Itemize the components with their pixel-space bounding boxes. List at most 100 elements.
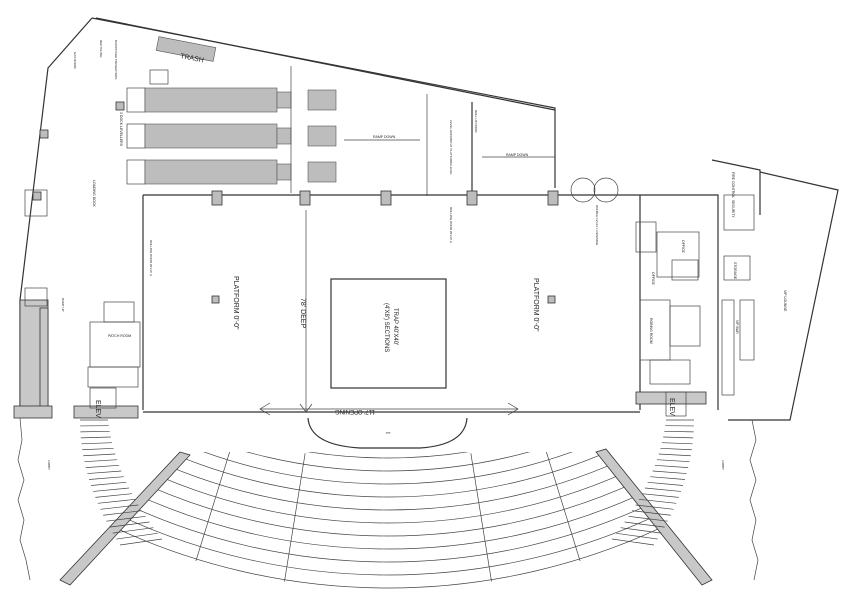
stair-tread	[80, 436, 111, 439]
stair-tread	[638, 498, 677, 504]
rolling-door-mid-label: ROLLING DOOR 20'x14' H	[449, 207, 453, 243]
stair-tread	[82, 447, 114, 451]
dock-levellers	[126, 36, 473, 196]
stair-tread	[660, 447, 692, 451]
elev-right-label: ELEV	[668, 398, 675, 416]
columns	[32, 101, 559, 304]
platform-left-label: PLATFORM 0'-0"	[232, 276, 239, 330]
seating-row	[156, 452, 620, 472]
left-aisle-wall	[59, 451, 191, 586]
stair-tread	[658, 453, 691, 457]
robing-room-label: ROBING ROOM	[649, 318, 653, 344]
stair-tread	[661, 442, 693, 445]
lobby-left-label: LOBBY	[47, 460, 51, 470]
platform-right-label: PLATFORM 0'-0"	[532, 278, 539, 332]
right-lobby-stairs	[611, 419, 694, 546]
rolling-door-left-label: ROLLING DOOR 20'x14' H	[149, 240, 153, 276]
stair-tread	[83, 453, 116, 457]
seating-row	[162, 452, 614, 459]
stair-tread	[656, 459, 690, 463]
seating-row	[134, 464, 642, 524]
office-label-1: OFFICE	[681, 240, 685, 253]
seating-row	[117, 499, 659, 563]
stair-tread	[644, 487, 681, 492]
trap-label-2: (4'X8') SECTIONS	[383, 303, 389, 352]
stair-tread	[81, 442, 113, 445]
ramp-down-label-1: RAMP DOWN	[373, 135, 396, 139]
security-label: SECURITY	[731, 200, 735, 218]
stair-tread	[624, 521, 665, 528]
elev-left-label: ELEV	[94, 400, 101, 418]
recycling-label: RECYCLING	[99, 40, 103, 58]
stair-tread	[100, 504, 139, 510]
seating-aisle	[541, 452, 581, 562]
seating-row	[128, 476, 648, 537]
trash-label: TRASH	[180, 53, 205, 64]
opening-label: 117' OPENING	[335, 408, 375, 414]
vip-bar-label: VIP BAR	[735, 320, 739, 334]
loading-dock-label: LOADING DOCK	[92, 180, 96, 208]
stair-tread	[632, 510, 671, 516]
backstage-label: BACKSTAGE PROJECTORS	[114, 40, 118, 79]
seating-row	[111, 511, 665, 576]
seating-aisle	[284, 453, 306, 582]
fire-control-label: FIRE CONTROL	[731, 172, 735, 198]
right-aisle-wall	[595, 448, 713, 586]
stair-tread	[654, 464, 689, 468]
stair-tread	[112, 527, 154, 534]
seating-row	[145, 452, 631, 498]
ramp-down-label-2: RAMP DOWN	[506, 153, 529, 157]
stair-tread	[119, 538, 163, 546]
seating-row	[139, 452, 637, 511]
stair-tread	[109, 521, 150, 528]
stair-tread	[635, 504, 674, 510]
seating-row	[122, 488, 654, 550]
left-service-rooms	[24, 189, 141, 419]
vip-lounge-label: VIP LOUNGE	[783, 290, 787, 312]
stair-tread	[80, 430, 110, 433]
right-lobby-wall	[749, 419, 759, 581]
left-lobby-stairs	[80, 419, 163, 546]
stair-tread	[87, 470, 122, 474]
stair-tread	[628, 515, 668, 522]
trap-area	[330, 278, 447, 389]
stair-tread	[611, 538, 655, 546]
roll-up-door-label: ROLL UP DOOR	[474, 110, 478, 133]
seating-row	[168, 395, 607, 445]
stair-tread	[620, 527, 662, 534]
stair-tread	[97, 498, 136, 504]
level-ground-label: LEVEL GROUND AT PLATFORM LEVEL	[449, 120, 453, 175]
labels: TRASH RECYCLING BACKSTAGE PROJECTORS GAS…	[47, 40, 787, 470]
stair-tread	[93, 487, 130, 492]
stair-tread	[103, 510, 142, 516]
stair-tread	[95, 493, 133, 498]
storage-label: STORAGE	[733, 262, 737, 280]
outer-walls	[13, 17, 556, 419]
deep-label: 78' DEEP	[299, 298, 306, 328]
stair-tread	[85, 464, 120, 468]
seating-row	[151, 452, 625, 485]
dimension-lines	[259, 139, 555, 416]
lobby-right-label: LOBBY	[721, 460, 725, 470]
orchestra-pit	[307, 417, 468, 449]
stair-tread	[106, 515, 146, 522]
trap-label-1: TRAP 40'X40'	[392, 308, 398, 345]
dock-levellers-label: 3 DOCK LEVELLERS	[119, 112, 123, 147]
seating-aisle	[195, 452, 235, 562]
pit-label: PIT	[386, 431, 391, 435]
seating-row	[105, 523, 671, 589]
stair-tread	[652, 470, 687, 474]
stair-tread	[664, 430, 694, 433]
stair-tread	[663, 436, 694, 439]
stair-tread	[84, 459, 118, 463]
double-door-label: DOUBLE 12'x14' H OPENING	[595, 205, 599, 246]
stair-tread	[616, 532, 658, 540]
stair-tread	[641, 493, 679, 498]
ramp-up-label: RAMP UP	[61, 298, 65, 312]
stair-tread	[116, 532, 158, 540]
patch-room-label: PATCH ROOM	[108, 334, 131, 338]
stair-tread	[90, 481, 127, 486]
stage-walls	[32, 101, 700, 413]
gas-room-label: GAS ROOM	[73, 52, 77, 69]
